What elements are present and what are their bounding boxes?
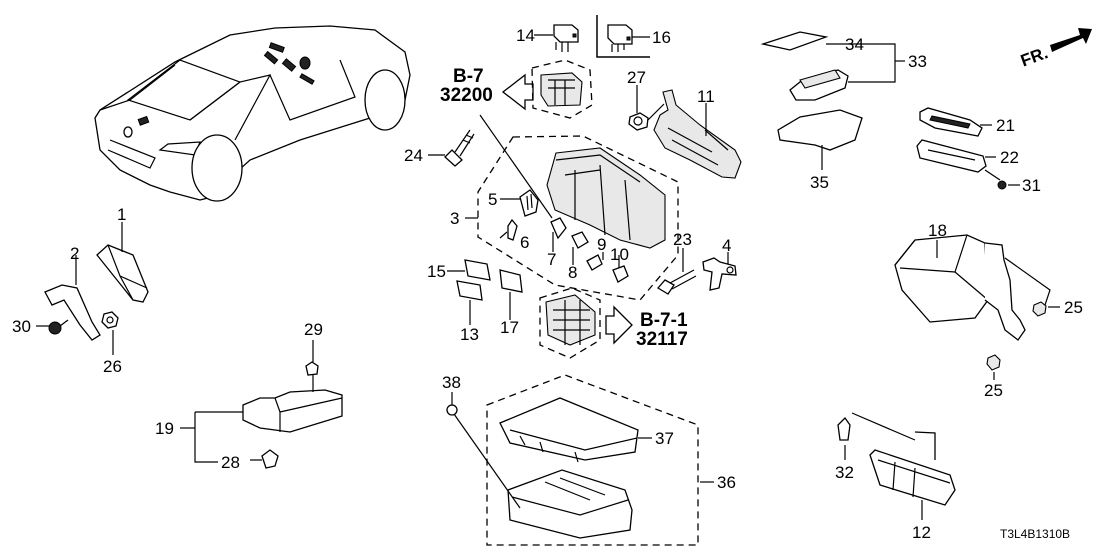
callout-2: 2 [70, 244, 79, 263]
callout-labels: 1 2 3 4 5 6 7 8 9 10 11 12 13 14 15 16 1… [12, 26, 1083, 542]
callout-37: 37 [655, 429, 674, 448]
reference-b7-1-code[interactable]: 32117 [636, 329, 688, 350]
key-fob-group [760, 31, 905, 170]
callout-33: 33 [908, 52, 927, 71]
callout-25a: 25 [1064, 298, 1083, 317]
callout-30: 30 [12, 317, 31, 336]
front-direction-indicator [1050, 28, 1092, 52]
callout-8: 8 [568, 263, 577, 282]
fuse-box-assembly [465, 114, 679, 301]
callout-32: 32 [835, 463, 854, 482]
callout-7: 7 [547, 250, 556, 269]
switch-group-21-22 [916, 107, 1020, 190]
bracket-group-left [36, 222, 149, 355]
reference-b7 [501, 59, 593, 119]
callout-14: 14 [516, 26, 535, 45]
reference-b7-section[interactable]: B-7 [453, 66, 484, 87]
callout-16: 16 [652, 28, 671, 47]
control-unit-18-group [894, 234, 1060, 380]
callout-22: 22 [1000, 148, 1019, 167]
reference-arrow-left-icon [501, 73, 534, 111]
relay-mini-group [447, 259, 523, 325]
bolt-bracket-group [656, 248, 737, 295]
relay-group [534, 15, 650, 58]
callout-4: 4 [722, 236, 731, 255]
callout-18: 18 [928, 221, 947, 240]
callout-10: 10 [610, 245, 629, 264]
module-19-group [180, 340, 343, 469]
drawing-code: T3L4B1310B [1000, 527, 1070, 541]
callout-15: 15 [427, 262, 446, 281]
reference-b7-1 [539, 287, 633, 359]
front-direction-label: FR. [1018, 43, 1050, 70]
callout-26: 26 [103, 357, 122, 376]
callout-31: 31 [1022, 176, 1041, 195]
control-box-36-group [446, 374, 714, 546]
callout-6: 6 [520, 233, 529, 252]
callout-3: 3 [450, 209, 459, 228]
callout-1: 1 [117, 205, 126, 224]
callout-27: 27 [627, 68, 646, 87]
callout-28: 28 [221, 453, 240, 472]
callout-38: 38 [442, 373, 461, 392]
vehicle-illustration [94, 25, 411, 202]
callout-24: 24 [404, 146, 423, 165]
callout-21: 21 [996, 116, 1015, 135]
front-direction-arrow-icon [1050, 28, 1092, 52]
callout-17: 17 [500, 318, 519, 337]
reference-b7-code[interactable]: 32200 [440, 85, 493, 106]
callout-9: 9 [597, 235, 606, 254]
callout-23: 23 [673, 230, 692, 249]
module-11-group [628, 85, 742, 179]
callout-35: 35 [810, 173, 829, 192]
callout-34: 34 [845, 35, 864, 54]
callout-13: 13 [460, 325, 479, 344]
bolt-24 [428, 129, 475, 167]
callout-5: 5 [488, 190, 497, 209]
callout-25b: 25 [984, 381, 1003, 400]
callout-11: 11 [697, 87, 715, 106]
callout-29: 29 [304, 320, 323, 339]
reference-b7-1-section[interactable]: B-7-1 [640, 310, 688, 331]
reference-arrow-right-icon [605, 305, 633, 345]
callout-36: 36 [717, 473, 736, 492]
callout-19: 19 [155, 419, 174, 438]
switch-panel-12-group [837, 412, 956, 520]
callout-12: 12 [912, 523, 931, 542]
